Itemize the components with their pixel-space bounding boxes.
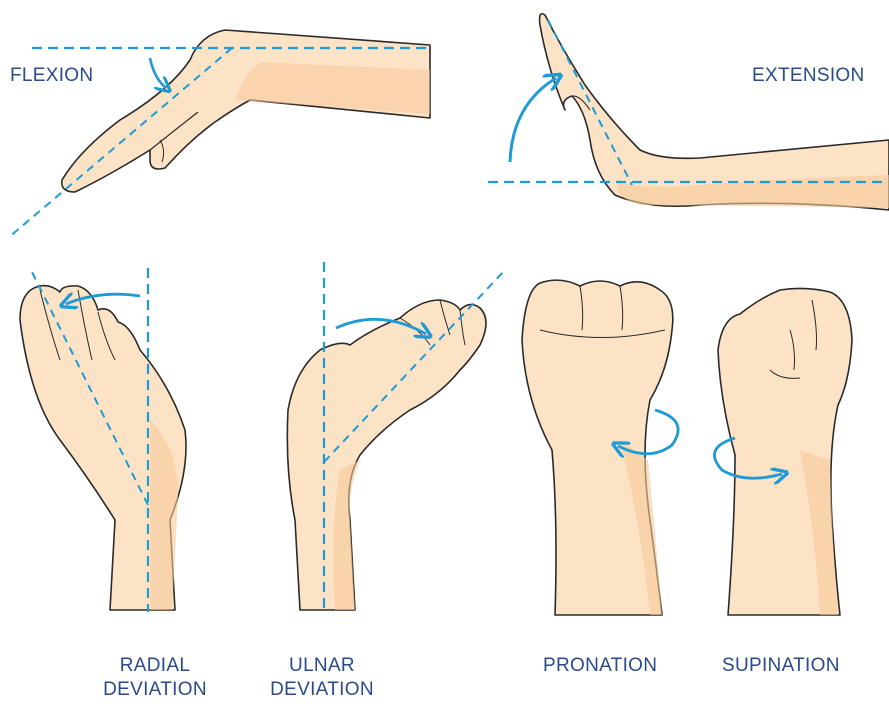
ulnar-hand xyxy=(287,300,486,610)
supination-illustration xyxy=(714,288,852,615)
radial-hand xyxy=(20,286,186,610)
label-ulnar-deviation-line1: ULNAR xyxy=(262,654,382,678)
radial-deviation-illustration xyxy=(20,268,186,612)
label-radial-deviation: RADIAL DEVIATION xyxy=(95,654,215,702)
label-flexion: FLEXION xyxy=(10,64,93,88)
supination-fist xyxy=(718,288,852,615)
label-extension: EXTENSION xyxy=(752,64,865,88)
label-radial-deviation-line2: DEVIATION xyxy=(95,678,215,702)
flexion-forearm-hand xyxy=(62,30,430,192)
extension-arrow-icon xyxy=(510,78,556,162)
label-ulnar-deviation-line2: DEVIATION xyxy=(262,678,382,702)
extension-illustration xyxy=(488,14,889,210)
label-pronation: PRONATION xyxy=(543,654,657,678)
label-supination: SUPINATION xyxy=(722,654,840,678)
label-ulnar-deviation: ULNAR DEVIATION xyxy=(262,654,382,702)
ulnar-deviation-illustration xyxy=(287,262,505,612)
flexion-illustration xyxy=(8,30,430,238)
pronation-illustration xyxy=(522,280,678,615)
extension-forearm-hand xyxy=(540,14,889,210)
label-radial-deviation-line1: RADIAL xyxy=(95,654,215,678)
pronation-fist xyxy=(522,280,673,615)
flexion-arrow-icon xyxy=(150,58,166,88)
